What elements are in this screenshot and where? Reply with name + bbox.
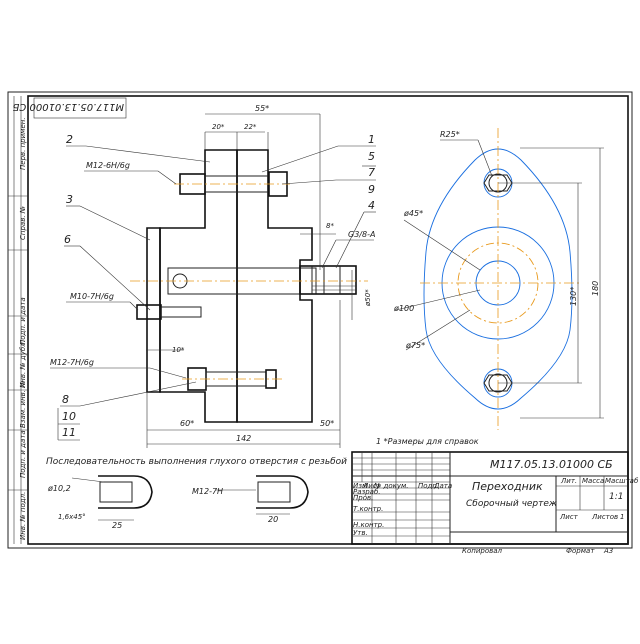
leader-5: 5 [368,150,375,163]
rotated-code-block: М117.05.13.01000 СБ [12,97,127,119]
drawing-type: Сборочный чертеж [466,499,558,509]
leader-11: 11 [62,426,76,439]
leader-3: 3 [66,193,73,206]
hole-d10-2: ø10,2 [47,484,71,493]
tb-role-ncontrol: Н.контр. [353,521,384,529]
dim-10: 10* [172,346,185,354]
strip-label-sign-2: Подп. и дата [19,430,27,478]
dim-8: 8* [326,222,334,230]
hole-m12: М12-7Н [192,487,223,496]
front-view [420,128,580,430]
thread-m12-6h: М12-6Н/6g [86,161,130,170]
tb-role-tcontrol: Т.контр. [353,505,383,513]
tb-lit-label: Лит. [560,477,577,485]
thread-callouts: М12-6Н/6g М10-7Н/6g М12-7Н/6g G3/8-А [50,161,375,379]
section-dimensions: 55* 20* 22* 8* 60* 50* 142 ø50* 10* [146,104,372,448]
leader-6: 6 [64,233,71,246]
leader-9: 9 [368,183,375,196]
left-screw [136,304,162,320]
tb-role-approve: Утв. [353,529,368,537]
leader-1: 1 [368,133,375,146]
tb-role-check: Пров. [353,494,373,502]
body-left [159,149,238,423]
flange-outline [423,148,573,410]
hole-chamfer: 1,6х45° [58,513,86,521]
body-right [236,149,313,423]
tb-row-sheet: Лист [362,482,382,490]
tb-row-date: Дата [433,482,452,490]
strip-label-orig: Инв. № подл. [19,492,27,540]
strip-label-replace: Взам. инв. № [19,380,27,428]
flange-plate [146,227,161,393]
dim-180: 180 [591,281,600,296]
sheet-border [7,91,633,549]
thread-g38: G3/8-А [348,230,375,239]
dim-d50: ø50* [364,289,372,307]
dim-d100: ø100 [393,304,414,313]
drawing-code: М117.05.13.01000 СБ [490,458,613,471]
strip-label-dup: Инв. № дубл. [19,340,27,388]
tb-sheet-label: Лист [559,513,579,521]
thread-m12-7h: М12-7Н/6g [50,358,94,367]
dim-50b: 50* [320,419,334,428]
copied-label: Копировал [462,547,503,555]
tb-row-doc: № докум. [373,482,409,490]
dim-20: 20* [212,123,225,131]
dim-60: 60* [180,419,194,428]
tb-row-sign: Подп. [418,482,439,490]
tb-sheets-value: 1 [620,513,624,521]
strip-label-sign-1: Подп. и дата [19,297,27,345]
dim-22: 22* [244,123,257,131]
leader-7: 7 [368,166,375,179]
drawing-title: Переходник [472,480,543,493]
front-dimensions: R25* ø45* ø100 ø75* 130* 180 [393,130,604,419]
side-strip: Перв. примен. Справ. № Подп. и дата Инв.… [8,96,28,544]
tb-sheets-label: Листов [591,513,618,521]
hole-depth-20: 20 [268,515,278,524]
hole-detail: Последовательность выполнения глухого от… [46,457,347,530]
reference-note: 1 *Размеры для справок [376,437,479,446]
tb-scale-label: Масштаб [605,477,639,485]
dim-r25: R25* [440,130,460,139]
tb-mass-label: Масса [582,477,604,485]
part-leaders: 1 2 5 7 9 4 3 6 8 10 11 [57,133,376,441]
leader-2: 2 [66,133,73,146]
title-block: Изм Лист № докум. Подп. Дата Разраб. Про… [351,451,639,545]
thread-m10: М10-7Н/6g [70,292,114,301]
tb-role-dev: Разраб. [353,488,381,496]
leader-10: 10 [62,410,76,423]
strip-label-first-use: Перв. примен. [19,117,27,170]
leader-8: 8 [62,393,69,406]
leader-4: 4 [368,199,375,212]
strip-label-ref: Справ. № [19,206,27,240]
rotated-drawing-code: М117.05.13.01000 СБ [12,101,124,112]
dim-d45: ø45* [403,209,423,218]
drawing-frame [27,95,629,545]
fitting [299,265,357,295]
dim-142: 142 [236,434,251,443]
tb-row-change: Изм [353,482,368,490]
hole-detail-title: Последовательность выполнения глухого от… [46,457,347,467]
format-label: Формат [566,547,595,555]
dim-130: 130* [569,287,578,306]
format-value: А3 [603,547,613,555]
section-view [130,149,368,423]
tb-scale-value: 1:1 [609,492,623,502]
dim-55: 55* [255,104,269,113]
dim-d75: ø75* [405,341,425,350]
hole-depth-25: 25 [112,521,122,530]
